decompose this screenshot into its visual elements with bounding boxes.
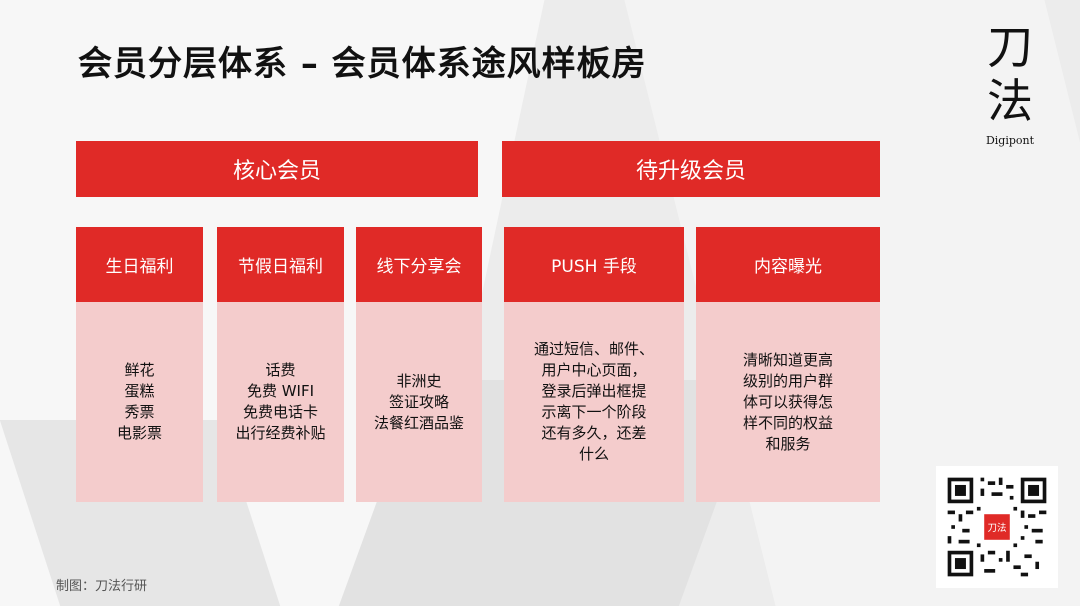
card-line: 非洲史 — [396, 371, 442, 390]
card-body: 鲜花 蛋糕 秀票 电影票 — [76, 302, 203, 502]
brand-logo: 刀 法 Digipont — [960, 20, 1060, 147]
qr-code-image: 刀法 — [944, 474, 1050, 580]
card-title: 节假日福利 — [217, 227, 344, 302]
card-title: PUSH 手段 — [504, 227, 684, 302]
card-title: 生日福利 — [76, 227, 203, 302]
card-line: 示离下一个阶段 — [541, 403, 647, 421]
card-body: 话费 免费 WIFI 免费电话卡 出行经费补贴 — [217, 302, 344, 502]
logo-char: 刀 — [987, 20, 1033, 74]
footer-credit: 制图：刀法行研 — [56, 579, 148, 594]
qr-code[interactable]: 刀法 — [936, 466, 1058, 588]
card-line: 话费 — [265, 361, 296, 379]
card-line: 免费电话卡 — [242, 403, 318, 421]
qr-center-label: 刀法 — [987, 522, 1006, 534]
logo-char: 法 — [987, 74, 1033, 128]
card-line: 还有多久，还差 — [541, 424, 647, 442]
card-line: 通过短信、邮件、 — [533, 340, 654, 358]
strategy-card: PUSH 手段 通过短信、邮件、 用户中心页面， 登录后弹出框提 示离下一个阶段… — [504, 227, 684, 502]
card-line: 登录后弹出框提 — [541, 382, 647, 400]
card-title: 内容曝光 — [696, 227, 880, 302]
card-line: 用户中心页面， — [541, 361, 647, 379]
logo-subtitle: Digipont — [985, 134, 1035, 147]
card-line: 鲜花 — [124, 361, 155, 379]
group-header-core-members: 核心会员 — [76, 141, 478, 197]
card-line: 级别的用户群 — [742, 371, 833, 390]
card-line: 样不同的权益 — [742, 413, 833, 432]
card-body: 非洲史 签证攻略 法餐红酒品鉴 — [356, 302, 482, 502]
qr-center-logo — [984, 514, 1010, 540]
card-line: 法餐红酒品鉴 — [373, 413, 464, 432]
card-line: 什么 — [578, 445, 609, 463]
card-body: 通过短信、邮件、 用户中心页面， 登录后弹出框提 示离下一个阶段 还有多久，还差… — [504, 302, 684, 502]
card-line: 清晰知道更高 — [742, 350, 833, 369]
card-title: 线下分享会 — [356, 227, 482, 302]
card-line: 电影票 — [116, 424, 162, 442]
strategy-card: 内容曝光 清晰知道更高 级别的用户群 体可以获得怎 样不同的权益 和服务 — [696, 227, 880, 502]
card-line: 体可以获得怎 — [742, 392, 833, 411]
card-body: 清晰知道更高 级别的用户群 体可以获得怎 样不同的权益 和服务 — [696, 302, 880, 502]
group-header-upgrade-members: 待升级会员 — [502, 141, 880, 197]
card-line: 和服务 — [765, 434, 811, 453]
card-line: 蛋糕 — [124, 382, 155, 400]
card-line: 签证攻略 — [388, 392, 449, 411]
benefit-card: 线下分享会 非洲史 签证攻略 法餐红酒品鉴 — [356, 227, 482, 502]
card-line: 免费 WIFI — [246, 382, 315, 400]
benefit-card: 节假日福利 话费 免费 WIFI 免费电话卡 出行经费补贴 — [217, 227, 344, 502]
benefit-card: 生日福利 鲜花 蛋糕 秀票 电影票 — [76, 227, 203, 502]
card-line: 秀票 — [124, 403, 155, 421]
card-line: 出行经费补贴 — [235, 424, 326, 442]
page-title: 会员分层体系 – 会员体系途风样板房 — [78, 44, 647, 84]
